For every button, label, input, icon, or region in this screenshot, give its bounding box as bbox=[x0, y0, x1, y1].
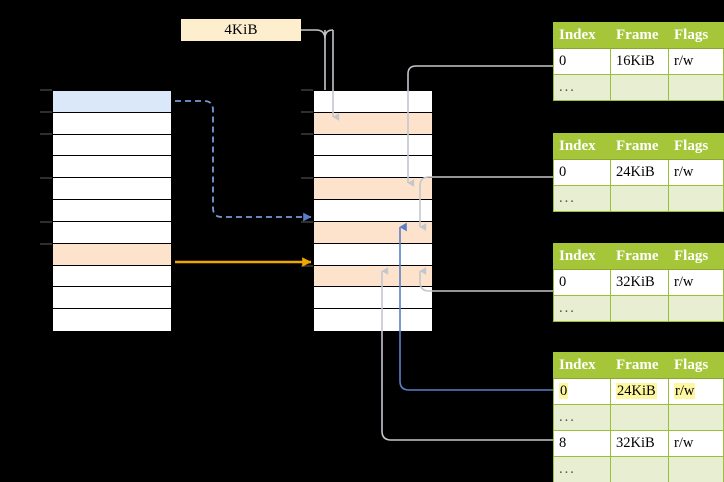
cell-index-ellipsis: ... bbox=[553, 185, 611, 212]
table-row-ellipsis[interactable]: ... bbox=[553, 185, 724, 212]
cell-flags-ellipsis bbox=[668, 404, 724, 431]
cell-frame: 32KiB bbox=[610, 430, 669, 457]
arrow-virtual-page-to-frame-dashed bbox=[175, 100, 312, 222]
page-size-leader-line bbox=[301, 29, 326, 90]
cell-index: 0 bbox=[553, 48, 611, 75]
table-header-row: Index Frame Flags bbox=[553, 133, 724, 160]
column-header-flags: Flags bbox=[668, 22, 724, 49]
cell-flags: r/w bbox=[668, 269, 724, 296]
virtual-page-row-4[interactable] bbox=[53, 178, 171, 201]
connector-table3-to-frame bbox=[419, 267, 553, 292]
column-header-index: Index bbox=[553, 133, 611, 160]
connector-table4-row0-to-frame-blue bbox=[399, 222, 553, 391]
column-header-frame: Frame bbox=[610, 243, 669, 270]
physical-frame-row-10[interactable] bbox=[314, 309, 432, 331]
table-row-ellipsis[interactable]: ... bbox=[553, 74, 724, 101]
cell-index: 0 bbox=[553, 159, 611, 186]
physical-frame-row-5[interactable] bbox=[314, 200, 432, 222]
cell-frame-ellipsis bbox=[610, 456, 669, 482]
column-header-frame: Frame bbox=[610, 352, 669, 379]
cell-flags-ellipsis bbox=[668, 295, 724, 322]
virtual-page-row-5[interactable] bbox=[53, 200, 171, 222]
physical-frame-row-1[interactable] bbox=[314, 112, 432, 135]
table-header-row: Index Frame Flags bbox=[553, 243, 724, 270]
cell-frame-text: 24KiB bbox=[616, 383, 657, 399]
cell-frame-ellipsis bbox=[610, 185, 669, 212]
physical-frame-row-0[interactable] bbox=[314, 91, 432, 113]
cell-frame: 24KiB bbox=[610, 378, 669, 405]
cell-frame: 16KiB bbox=[610, 48, 669, 75]
physical-frame-row-9[interactable] bbox=[314, 287, 432, 310]
table-row[interactable]: 0 24KiB r/w bbox=[553, 159, 724, 186]
cell-index-ellipsis: ... bbox=[553, 295, 611, 322]
column-header-flags: Flags bbox=[668, 133, 724, 160]
middle-column-tick-marks bbox=[301, 89, 313, 267]
column-header-index: Index bbox=[553, 352, 611, 379]
column-header-frame: Frame bbox=[610, 22, 669, 49]
column-header-flags: Flags bbox=[668, 352, 724, 379]
page-table-4: Index Frame Flags 0 24KiB r/w ... 8 32Ki… bbox=[553, 352, 724, 482]
virtual-page-row-2[interactable] bbox=[53, 134, 171, 157]
physical-frame-row-8[interactable] bbox=[314, 265, 432, 288]
page-table-2: Index Frame Flags 0 24KiB r/w ... bbox=[553, 133, 724, 212]
cell-index-text: 0 bbox=[559, 383, 569, 399]
cell-flags-ellipsis bbox=[668, 456, 724, 482]
left-column-tick-marks bbox=[40, 89, 52, 245]
cell-index: 8 bbox=[553, 430, 611, 457]
physical-frame-row-4[interactable] bbox=[314, 178, 432, 201]
physical-frame-row-3[interactable] bbox=[314, 156, 432, 179]
page-size-label-text: 4KiB bbox=[224, 21, 258, 38]
table-row-ellipsis[interactable]: ... bbox=[553, 295, 724, 322]
cell-flags-ellipsis bbox=[668, 74, 724, 101]
page-table-3: Index Frame Flags 0 32KiB r/w ... bbox=[553, 243, 724, 322]
cell-flags: r/w bbox=[668, 378, 724, 405]
connector-table2-to-frame bbox=[419, 176, 553, 231]
virtual-page-row-3[interactable] bbox=[53, 156, 171, 179]
arrow-pagesize-elbow bbox=[324, 29, 334, 39]
table-row[interactable]: 8 32KiB r/w bbox=[553, 430, 724, 457]
virtual-address-space-column bbox=[52, 90, 172, 332]
table-row[interactable]: 0 32KiB r/w bbox=[553, 269, 724, 296]
cell-index-ellipsis: ... bbox=[553, 404, 611, 431]
virtual-page-row-0[interactable] bbox=[53, 91, 171, 113]
page-size-label: 4KiB bbox=[181, 19, 301, 41]
table-row-ellipsis[interactable]: ... bbox=[553, 404, 724, 431]
cell-flags: r/w bbox=[668, 430, 724, 457]
cell-index: 0 bbox=[553, 378, 611, 405]
cell-index-ellipsis: ... bbox=[553, 74, 611, 101]
cell-flags-ellipsis bbox=[668, 185, 724, 212]
virtual-page-row-6[interactable] bbox=[53, 221, 171, 244]
virtual-page-row-9[interactable] bbox=[53, 287, 171, 310]
cell-index: 0 bbox=[553, 269, 611, 296]
virtual-page-row-1[interactable] bbox=[53, 112, 171, 135]
column-header-index: Index bbox=[553, 22, 611, 49]
cell-frame: 32KiB bbox=[610, 269, 669, 296]
virtual-page-row-8[interactable] bbox=[53, 265, 171, 288]
table-row-ellipsis[interactable]: ... bbox=[553, 456, 724, 482]
physical-frame-row-7[interactable] bbox=[314, 243, 432, 266]
table-header-row: Index Frame Flags bbox=[553, 352, 724, 379]
virtual-page-row-7[interactable] bbox=[53, 243, 171, 266]
table-row-highlighted[interactable]: 0 24KiB r/w bbox=[553, 378, 724, 405]
column-header-frame: Frame bbox=[610, 133, 669, 160]
cell-frame: 24KiB bbox=[610, 159, 669, 186]
cell-frame-ellipsis bbox=[610, 295, 669, 322]
cell-flags: r/w bbox=[668, 159, 724, 186]
table-header-row: Index Frame Flags bbox=[553, 22, 724, 49]
page-table-1: Index Frame Flags 0 16KiB r/w ... bbox=[553, 22, 724, 101]
cell-frame-ellipsis bbox=[610, 404, 669, 431]
column-header-index: Index bbox=[553, 243, 611, 270]
cell-flags: r/w bbox=[668, 48, 724, 75]
cell-index-ellipsis: ... bbox=[553, 456, 611, 482]
physical-memory-column bbox=[313, 90, 433, 332]
cell-frame-ellipsis bbox=[610, 74, 669, 101]
column-header-flags: Flags bbox=[668, 243, 724, 270]
connector-table1-to-frame bbox=[407, 65, 553, 187]
virtual-page-row-10[interactable] bbox=[53, 309, 171, 331]
table-row[interactable]: 0 16KiB r/w bbox=[553, 48, 724, 75]
connector-table4-row8-to-frame bbox=[381, 267, 553, 441]
cell-flags-text: r/w bbox=[674, 383, 696, 399]
physical-frame-row-2[interactable] bbox=[314, 134, 432, 157]
